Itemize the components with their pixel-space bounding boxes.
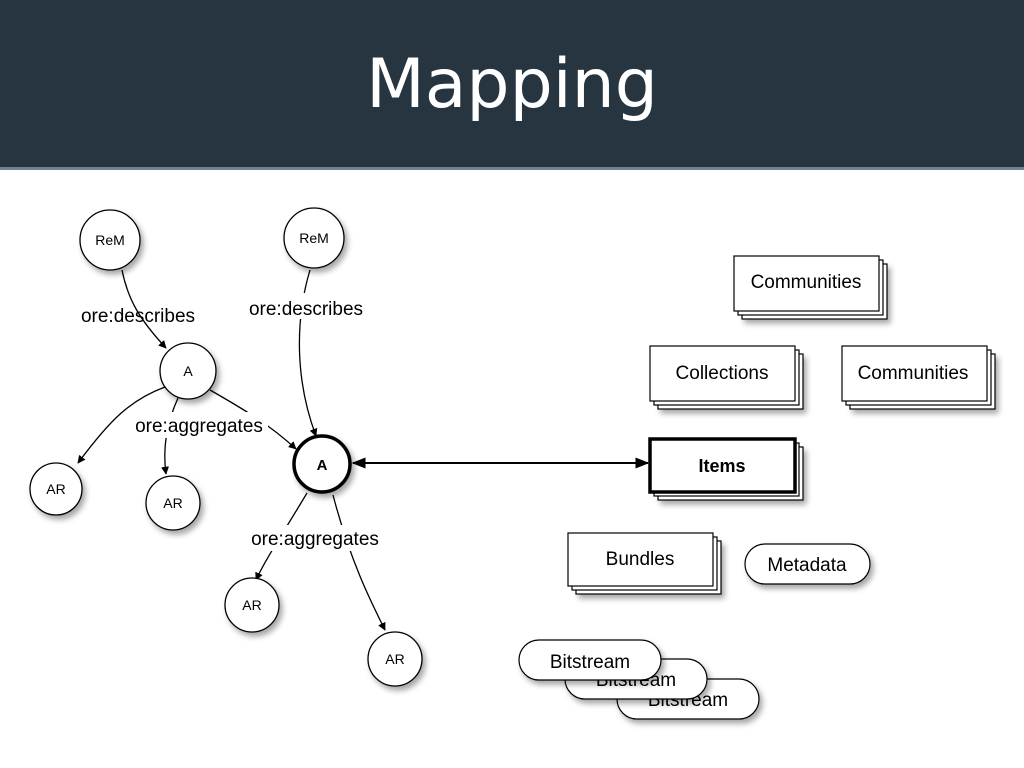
node-a-left: A: [159, 342, 217, 400]
collections-label: Collections: [676, 363, 769, 384]
edge-describes-center: [298, 269, 318, 437]
stack-bitstreams: Bitstream Bitstream Bitstream: [518, 639, 760, 720]
node-ar-2: AR: [145, 475, 201, 531]
node-ar-1: AR: [29, 462, 83, 516]
label-ore-describes-center: ore:describes: [249, 299, 363, 320]
stack-communities-right: Communities: [841, 345, 996, 410]
node-ar-4: AR: [367, 631, 423, 687]
label-bg: [245, 525, 385, 551]
communities-top-label: Communities: [751, 272, 862, 293]
node-ar-1-label: AR: [46, 481, 65, 497]
node-rem-left-label: ReM: [95, 232, 125, 248]
label-ore-aggregates-left: ore:aggregates: [135, 416, 263, 437]
node-a-left-label: A: [183, 363, 193, 379]
communities-right-label: Communities: [858, 363, 969, 384]
label-ore-describes-left: ore:describes: [81, 306, 195, 327]
node-a-center: A: [292, 434, 352, 494]
title-bar: Mapping: [0, 0, 1024, 170]
label-bg: [128, 412, 268, 438]
edge-aggregates-ar4: [332, 494, 386, 631]
node-metadata: Metadata: [744, 543, 871, 585]
stack-bundles: Bundles: [567, 532, 722, 595]
metadata-label: Metadata: [767, 555, 847, 576]
edge-describes-left: [121, 269, 167, 349]
node-ar-3-label: AR: [242, 597, 261, 613]
items-label: Items: [698, 456, 745, 476]
node-rem-center-label: ReM: [299, 230, 329, 246]
label-bg: [243, 293, 368, 319]
label-ore-aggregates-center: ore:aggregates: [251, 529, 379, 550]
node-rem-left: ReM: [79, 209, 141, 271]
slide-title: Mapping: [366, 45, 658, 124]
node-ar-4-label: AR: [385, 651, 404, 667]
node-rem-center: ReM: [283, 207, 345, 269]
bundles-label: Bundles: [606, 549, 675, 570]
edge-aggregates-ar1: [77, 386, 166, 464]
node-ar-3: AR: [224, 577, 280, 633]
node-a-center-label: A: [317, 457, 328, 474]
bitstream-1-label: Bitstream: [550, 652, 630, 673]
node-ar-2-label: AR: [163, 495, 182, 511]
stack-communities-top: Communities: [733, 255, 888, 320]
bitstream-pill-1: [518, 639, 662, 681]
stack-items: Items: [648, 437, 804, 501]
stack-collections: Collections: [649, 345, 804, 410]
